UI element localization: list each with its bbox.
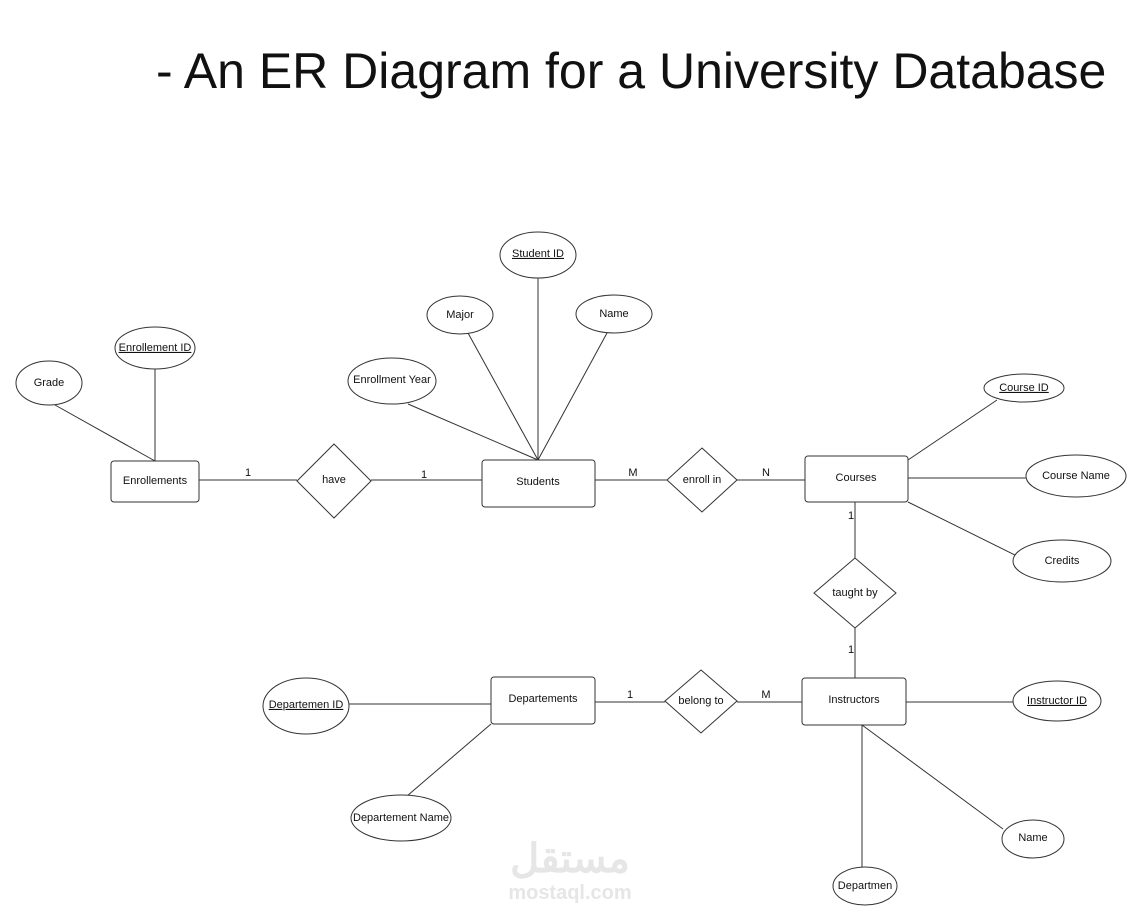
attr-grade — [15, 360, 83, 406]
attr-course-id-label: Course ID — [999, 382, 1049, 394]
cardinality-courses-taught: 1 — [848, 510, 854, 522]
entity-instructors — [801, 677, 907, 726]
relationship-have — [296, 443, 372, 519]
line-major — [467, 332, 539, 461]
attr-course-name — [1025, 454, 1127, 498]
attr-student-id-label: Student ID — [512, 248, 564, 260]
entity-enrollements-label: Enrollements — [123, 475, 188, 487]
watermark-latin: mostaql.com — [508, 882, 631, 904]
line-student-name — [537, 332, 608, 461]
cardinality-taught-instructors: 1 — [848, 644, 854, 656]
entity-students — [481, 459, 596, 508]
cardinality-students-enroll: M — [628, 467, 637, 479]
watermark: مستقل mostaql.com — [508, 837, 631, 904]
attr-enrollement-id — [114, 326, 196, 370]
attr-grade-label: Grade — [34, 377, 65, 389]
line-course-id — [907, 399, 998, 461]
relationship-have-label: have — [322, 474, 346, 486]
attr-instructor-name — [1001, 819, 1065, 859]
relationship-taught-by — [813, 557, 897, 629]
cardinality-enrollements-have: 1 — [245, 467, 251, 479]
entity-courses-label: Courses — [836, 472, 877, 484]
cardinality-belong-instructors: M — [761, 689, 770, 701]
connector-lines — [54, 278, 1027, 868]
attr-instructor-id — [1012, 680, 1102, 722]
attr-student-id — [499, 231, 577, 279]
cardinality-have-students: 1 — [421, 469, 427, 481]
entity-departements — [490, 676, 596, 725]
attr-course-id — [983, 373, 1065, 403]
attr-enrollment-year-label: Enrollment Year — [353, 374, 431, 386]
line-departement-name — [406, 723, 492, 797]
entity-students-label: Students — [516, 476, 560, 488]
entity-instructors-label: Instructors — [828, 694, 880, 706]
attr-major — [426, 295, 494, 335]
attr-enrollement-id-label: Enrollement ID — [119, 342, 192, 354]
attr-departement-name-label: Departement Name — [353, 812, 449, 824]
relationship-taught-by-label: taught by — [832, 587, 878, 599]
attr-credits — [1012, 539, 1112, 583]
relationship-enroll-in-label: enroll in — [683, 474, 722, 486]
attr-credits-label: Credits — [1045, 555, 1080, 567]
attr-departement-id-label: Departemen ID — [269, 699, 344, 711]
attr-enrollment-year — [347, 357, 437, 405]
attr-instructor-department — [832, 866, 898, 906]
attr-student-name-label: Name — [599, 308, 628, 320]
attr-course-name-label: Course Name — [1042, 470, 1110, 482]
watermark-arabic: مستقل — [510, 837, 630, 881]
relationship-belong-to-label: belong to — [678, 695, 723, 707]
attr-major-label: Major — [446, 309, 474, 321]
entity-departements-label: Departements — [508, 693, 578, 705]
entity-enrollements — [110, 460, 200, 503]
attr-departement-id — [262, 677, 350, 735]
line-credits — [907, 501, 1018, 557]
attr-student-name — [575, 294, 653, 334]
attr-instructor-department-label: Departmen — [838, 880, 892, 892]
line-grade — [54, 404, 156, 462]
relationship-enroll-in — [666, 447, 738, 513]
relationship-belong-to — [664, 669, 738, 734]
cardinality-departements-belong: 1 — [627, 689, 633, 701]
attr-instructor-id-label: Instructor ID — [1027, 695, 1087, 707]
attr-instructor-name-label: Name — [1018, 832, 1047, 844]
line-instructor-name — [861, 724, 1004, 830]
cardinality-enroll-courses: N — [762, 467, 770, 479]
diagram-title: - An ER Diagram for a University Databas… — [156, 43, 1107, 99]
attr-departement-name — [350, 794, 452, 842]
line-enrollment-year — [407, 403, 539, 461]
entity-courses — [804, 455, 909, 503]
